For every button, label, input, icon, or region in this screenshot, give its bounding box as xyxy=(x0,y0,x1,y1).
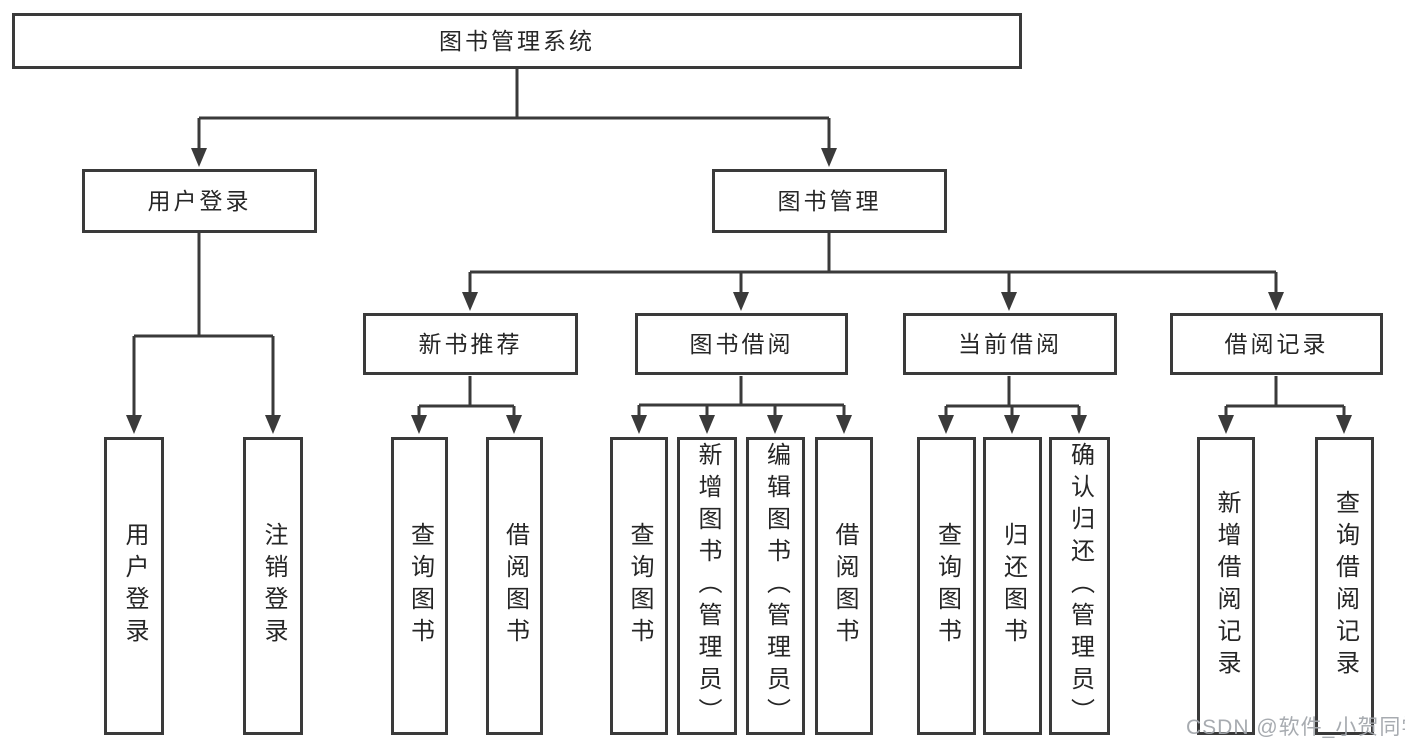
leaf-borrow-books: 借阅图书 xyxy=(815,437,873,735)
node-book-borrowing: 图书借阅 xyxy=(635,313,848,375)
node-new-book-recommendation: 新书推荐 xyxy=(363,313,578,375)
leaf-recommend-query-books-label: 查询图书 xyxy=(406,522,434,650)
arrow-down-icons xyxy=(126,148,1352,434)
leaf-user-login: 用户登录 xyxy=(104,437,164,735)
leaf-user-login-label: 用户登录 xyxy=(121,522,148,650)
leaf-borrow-books-label: 借阅图书 xyxy=(831,522,858,650)
node-library-management-system: 图书管理系统 xyxy=(12,13,1022,69)
leaf-add-books-admin: 新增图书（管理员） xyxy=(677,437,737,735)
leaf-add-borrow-record: 新增借阅记录 xyxy=(1197,437,1255,735)
leaf-add-borrow-record-label: 新增借阅记录 xyxy=(1213,490,1240,682)
leaf-edit-books-admin-label: 编辑图书（管理员） xyxy=(762,442,790,730)
leaf-edit-books-admin: 编辑图书（管理员） xyxy=(746,437,805,735)
leaf-query-borrow-record-label: 查询借阅记录 xyxy=(1331,490,1359,682)
leaf-confirm-return-admin: 确认归还（管理员） xyxy=(1049,437,1110,735)
leaf-return-books-label: 归还图书 xyxy=(999,522,1027,650)
leaf-borrow-query-books: 查询图书 xyxy=(610,437,668,735)
node-borrowing-records: 借阅记录 xyxy=(1170,313,1383,375)
leaf-current-query-books-label: 查询图书 xyxy=(933,522,961,650)
node-book-management: 图书管理 xyxy=(712,169,947,233)
leaf-query-borrow-record: 查询借阅记录 xyxy=(1315,437,1374,735)
leaf-current-query-books: 查询图书 xyxy=(917,437,976,735)
leaf-recommend-query-books: 查询图书 xyxy=(391,437,448,735)
leaf-recommend-borrow-books-label: 借阅图书 xyxy=(501,522,529,650)
leaf-add-books-admin-label: 新增图书（管理员） xyxy=(694,442,721,730)
leaf-confirm-return-admin-label: 确认归还（管理员） xyxy=(1066,442,1094,730)
leaf-borrow-query-books-label: 查询图书 xyxy=(626,522,653,650)
leaf-return-books: 归还图书 xyxy=(983,437,1042,735)
leaf-recommend-borrow-books: 借阅图书 xyxy=(486,437,543,735)
leaf-logout-login-label: 注销登录 xyxy=(260,522,287,650)
watermark: CSDN @软件_小贺同学 xyxy=(1186,716,1405,739)
node-current-borrowing: 当前借阅 xyxy=(903,313,1117,375)
node-user-login: 用户登录 xyxy=(82,169,317,233)
leaf-logout-login: 注销登录 xyxy=(243,437,303,735)
